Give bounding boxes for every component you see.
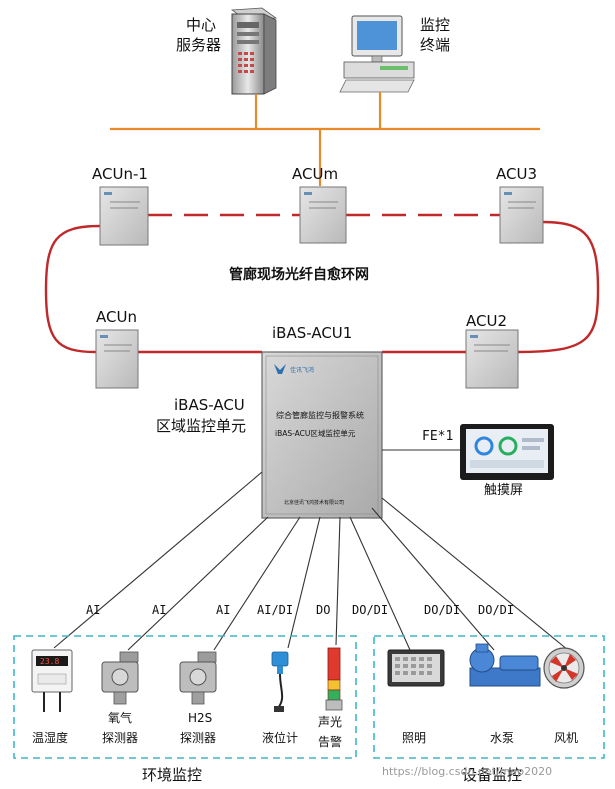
- equip-device-1-label: 照明: [402, 731, 426, 745]
- lighting-fixture-icon: [387, 649, 445, 687]
- monitor-terminal-icon: [339, 15, 415, 93]
- equip-monitor-box: [373, 635, 605, 759]
- sensor-display: 23.8: [40, 657, 59, 666]
- fan-icon: [543, 647, 585, 689]
- signal-label-6: DO/DI: [352, 603, 388, 617]
- cabinet-title: 综合管廊监控与报警系统: [276, 410, 364, 420]
- env-monitor-title: 环境监控: [142, 766, 202, 784]
- fiber-ring: [44, 213, 600, 354]
- acu-label-2: ACU2: [466, 312, 507, 330]
- server-label-line1: 中心: [186, 16, 216, 34]
- env-device-2-line2: 探测器: [102, 731, 138, 745]
- acu1-label: iBAS-ACU1: [272, 324, 352, 342]
- acu-box-m: [299, 186, 347, 244]
- signal-label-1: AI: [86, 603, 100, 617]
- signal-label-8: DO/DI: [478, 603, 514, 617]
- brand-logo-icon: [274, 364, 286, 374]
- acu-label-3: ACU3: [496, 165, 537, 183]
- watermark-text: https://blog.csdn.net/map2020: [382, 765, 552, 778]
- env-device-3-line2: 探测器: [180, 731, 216, 745]
- equip-monitor-title: 设备监控: [462, 766, 522, 784]
- acu-label-n: ACUn: [96, 308, 137, 326]
- level-gauge-icon: [271, 651, 289, 712]
- svg-text:佳讯飞鸿: 佳讯飞鸿: [290, 366, 314, 374]
- terminal-label-line2: 终端: [420, 36, 450, 54]
- server-label-line2: 服务器: [176, 36, 221, 54]
- touch-screen-icon: [460, 424, 554, 480]
- cabinet-subtitle: iBAS-ACU区域监控单元: [275, 428, 356, 438]
- signal-label-4: AI/DI: [257, 603, 293, 617]
- oxygen-detector-icon: [101, 651, 139, 705]
- acu-label-m: ACUm: [292, 165, 338, 183]
- alarm-light-icon: [325, 647, 343, 711]
- main-acu-cabinet: 佳讯飞鸿: [261, 351, 383, 519]
- central-server-icon: [230, 7, 278, 95]
- cabinet-maker: 北京佳讯飞鸿技术有限公司: [284, 499, 344, 506]
- fe-link-label: FE*1: [422, 429, 453, 444]
- env-device-2-line1: 氧气: [108, 710, 132, 725]
- water-pump-icon: [469, 643, 541, 687]
- unit-side-label-line2: 区域监控单元: [156, 417, 246, 435]
- env-device-5-line2: 告警: [318, 734, 342, 749]
- env-device-5-line1: 声光: [318, 715, 342, 729]
- env-monitor-box: [13, 635, 357, 759]
- env-device-3-line1: H2S: [188, 711, 212, 725]
- temp-humidity-sensor-icon: [31, 649, 73, 712]
- ring-label: 管廊现场光纤自愈环网: [229, 266, 369, 283]
- env-device-4-line1: 液位计: [262, 730, 298, 745]
- equip-device-labels: 照明 水泵 风机: [402, 731, 578, 745]
- signal-label-3: AI: [216, 603, 230, 617]
- acu-box-n: [95, 329, 139, 389]
- signal-label-7: DO/DI: [424, 603, 460, 617]
- equip-device-2-label: 水泵: [490, 731, 514, 745]
- signal-label-2: AI: [152, 603, 166, 617]
- acu-box-2: [465, 329, 519, 389]
- equip-device-3-label: 风机: [554, 731, 578, 745]
- unit-side-label-line1: iBAS-ACU: [174, 396, 245, 414]
- signal-labels: AI AI AI AI/DI DO DO/DI DO/DI DO/DI: [86, 603, 514, 617]
- acu-box-3: [499, 186, 544, 244]
- acu-box-n-minus-1: [99, 186, 149, 246]
- signal-lines: [53, 471, 569, 651]
- h2s-detector-icon: [179, 651, 217, 705]
- env-device-labels: 温湿度 氧气 探测器 H2S 探测器 液位计 声光 告警: [32, 710, 342, 749]
- terminal-label-line1: 监控: [420, 16, 450, 34]
- touch-screen-label: 触摸屏: [484, 483, 523, 498]
- env-device-1-line1: 温湿度: [32, 730, 68, 745]
- ethernet-bus: [110, 92, 540, 186]
- acu-label-n-minus-1: ACUn-1: [92, 165, 148, 183]
- signal-label-5: DO: [316, 603, 330, 617]
